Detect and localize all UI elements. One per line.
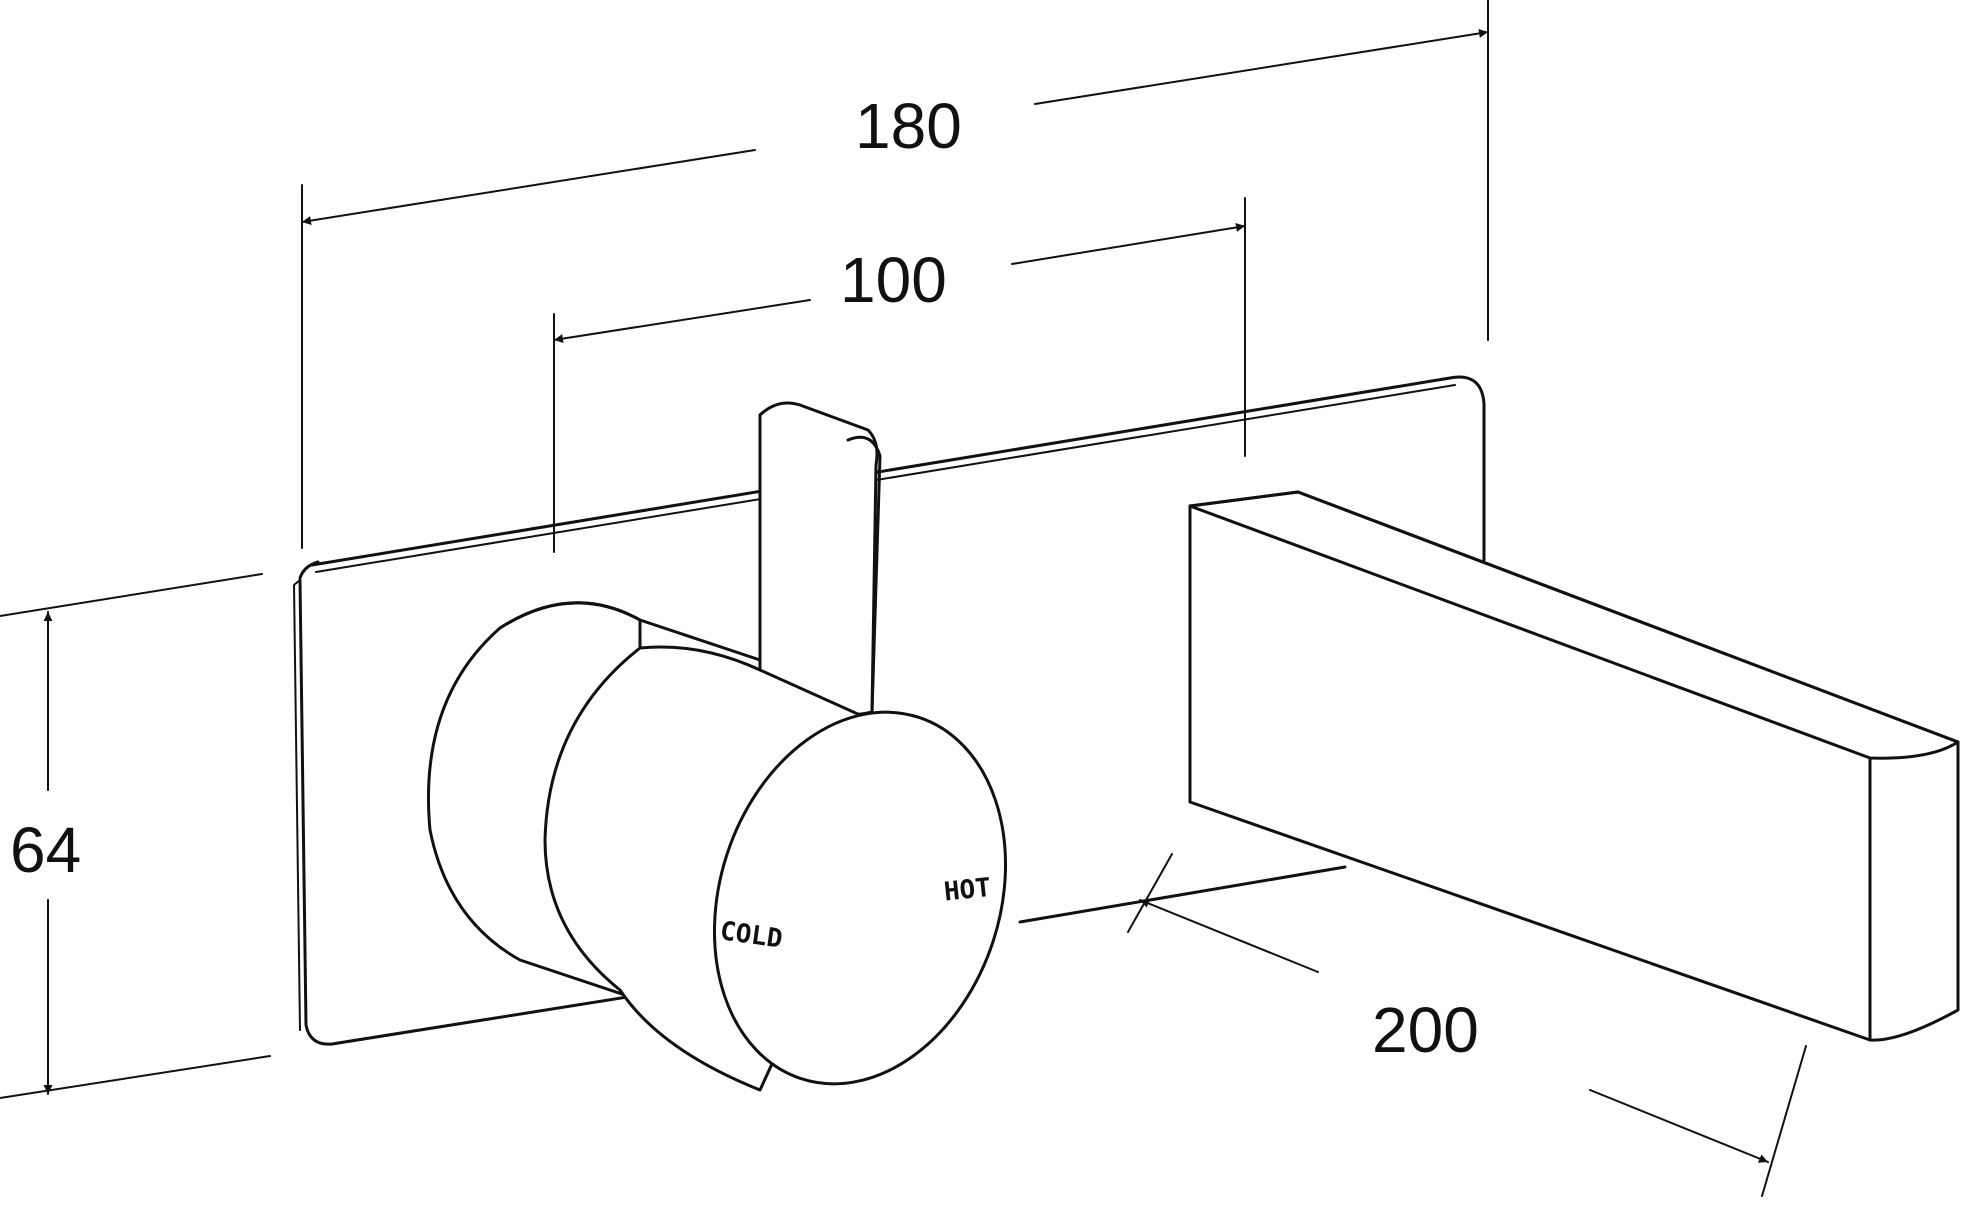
dimension-plate-height-value: 64 (10, 814, 81, 886)
dimension-spout-projection-value: 200 (1372, 994, 1479, 1066)
wall-plate (292, 375, 1486, 1046)
mixer-body (426, 601, 1008, 1092)
hot-label: HOT (943, 873, 993, 908)
dimension-centres: 100 (553, 197, 1246, 553)
dimension-overall-width: 180 (301, 0, 1489, 549)
spout (1188, 490, 1960, 1042)
dimension-plate-height: 64 (0, 573, 271, 1099)
dimension-spout-projection: 200 (1127, 853, 1807, 1197)
lever-handle (758, 401, 882, 717)
dimension-overall-width-value: 180 (855, 90, 962, 162)
dimension-centres-value: 100 (840, 244, 947, 316)
